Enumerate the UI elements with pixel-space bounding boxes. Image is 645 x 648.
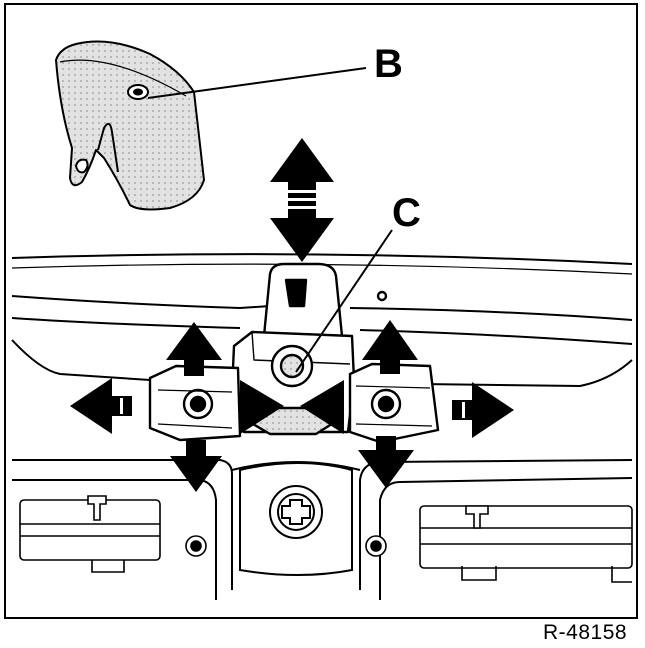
lower-right-panel xyxy=(365,505,633,583)
callout-label-c: C xyxy=(392,191,421,235)
striker-loop xyxy=(262,262,388,338)
center-recess xyxy=(239,462,353,576)
arrow-left-icon xyxy=(70,378,132,434)
arrow-right-icon xyxy=(452,382,514,438)
double-headed-arrow-icon xyxy=(270,138,334,262)
lower-left-panel xyxy=(19,495,207,573)
arrow-down-icon xyxy=(170,436,414,492)
arrow-up-icon xyxy=(166,320,418,376)
leader-line-b xyxy=(147,67,367,99)
figure-reference: R-48158 xyxy=(543,621,628,644)
arrow-inward-icon xyxy=(240,380,344,434)
latch-cover-part-b xyxy=(55,40,205,211)
callout-label-b: B xyxy=(374,42,403,86)
leader-line-c xyxy=(295,229,393,373)
